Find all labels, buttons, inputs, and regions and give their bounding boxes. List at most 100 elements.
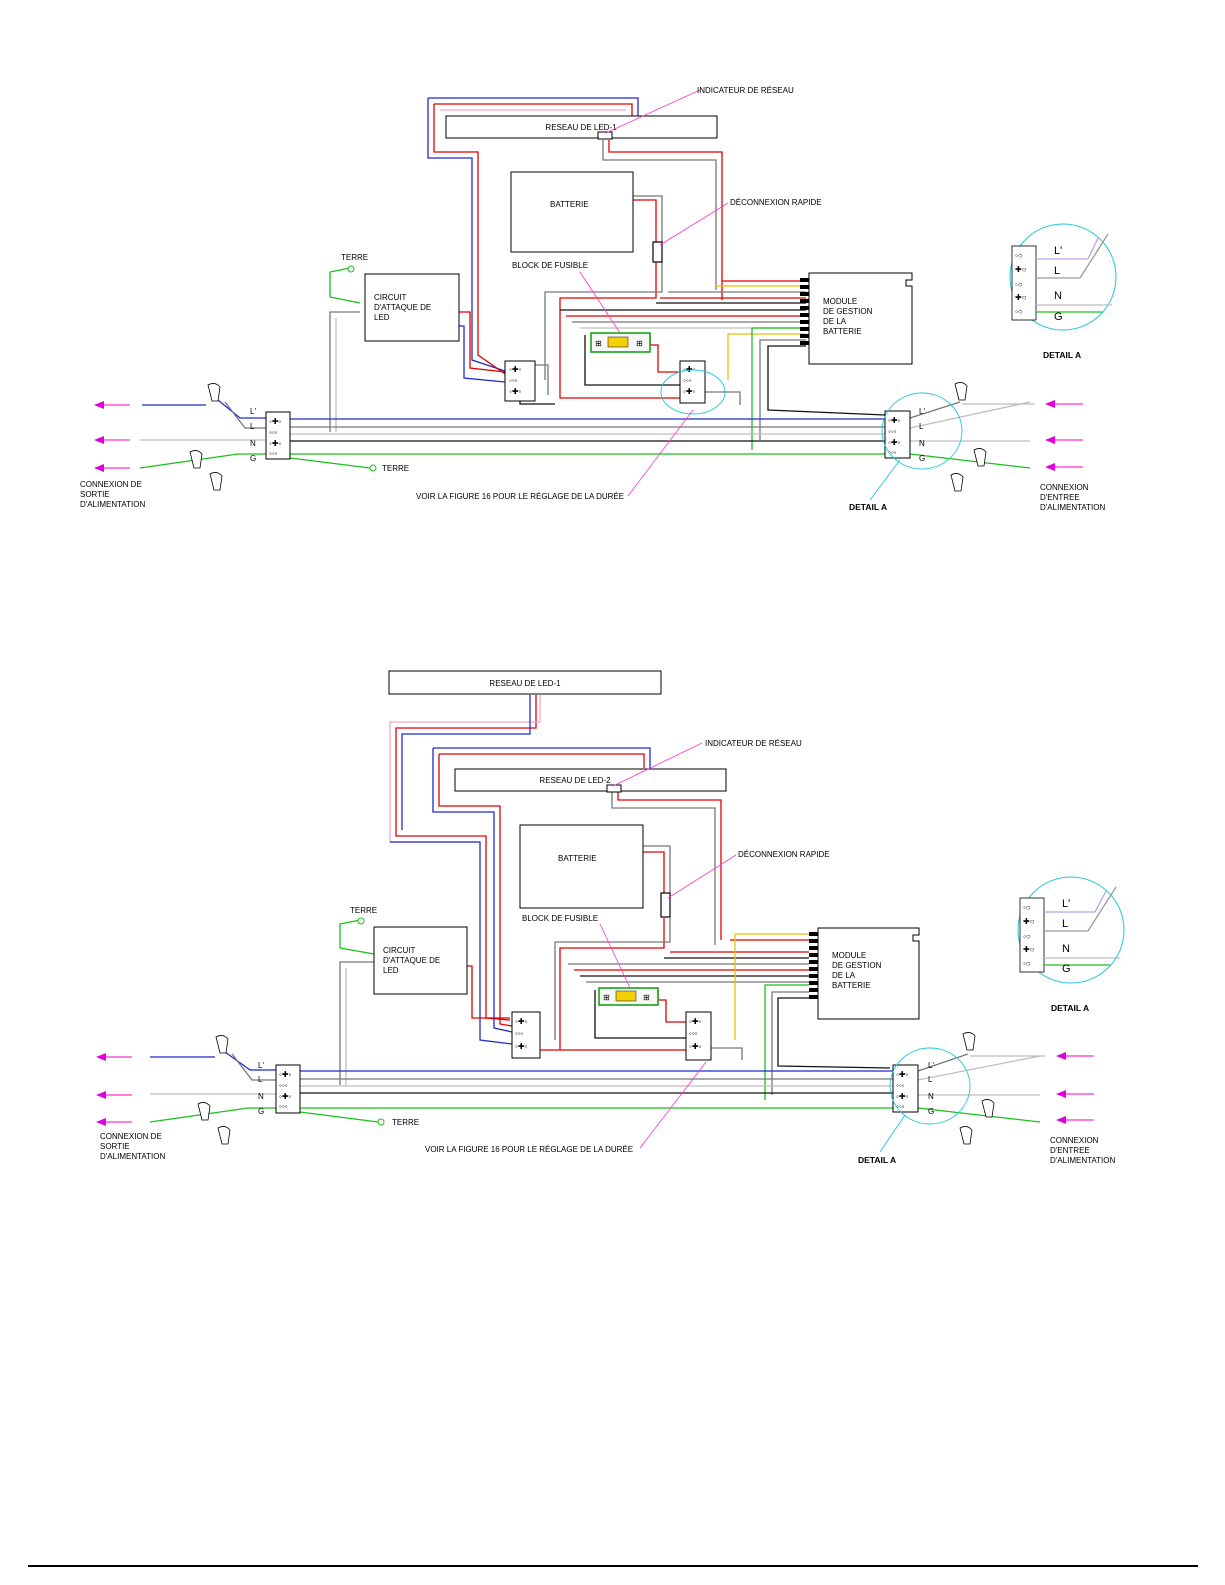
svg-text:◦◦◦: ◦◦◦	[279, 1081, 288, 1090]
inset-label-g: G	[1054, 311, 1063, 323]
figure-2: RESEAU DE LED-1 RESEAU DE LED-2 INDICATE…	[96, 670, 1125, 1165]
fuse-icon: ⊞	[636, 339, 643, 348]
output-connection-label-3: D'ALIMENTATION	[100, 1152, 165, 1161]
bms-label-1: MODULE	[832, 951, 866, 960]
svg-text:◦○: ◦○	[1015, 307, 1023, 316]
wire-nut-icon	[207, 383, 221, 402]
wire-nut-icon	[217, 1126, 231, 1145]
output-connection-label-1: CONNEXION DE	[80, 480, 142, 489]
network-indicator	[606, 784, 622, 793]
svg-text:◦○: ◦○	[1015, 251, 1023, 260]
svg-text:◦✚◦: ◦✚◦	[689, 1042, 702, 1051]
inset-label-g: G	[1062, 963, 1071, 975]
terminal-block-input: ◦✚◦ ◦◦◦ ◦✚◦ ◦◦◦	[892, 1064, 919, 1113]
led-driver-label-2: D'ATTAQUE DE	[383, 956, 440, 965]
arrow-out-1	[96, 1053, 132, 1061]
output-connection-label-1: CONNEXION DE	[100, 1132, 162, 1141]
inset-label-l: L	[1062, 918, 1068, 930]
input-connection-label-1: CONNEXION	[1040, 483, 1089, 492]
ground-terminal-top	[357, 917, 365, 925]
svg-text:◦✚◦: ◦✚◦	[896, 1070, 909, 1079]
svg-text:◦◦◦: ◦◦◦	[888, 427, 897, 436]
out-label-l: L	[250, 422, 255, 431]
fuse-block-label: BLOCK DE FUSIBLE	[522, 914, 598, 923]
duration-note: VOIR LA FIGURE 16 POUR LE RÉGLAGE DE LA …	[416, 492, 624, 501]
svg-text:◦✚◦: ◦✚◦	[689, 1017, 702, 1026]
output-connection-label-2: SORTIE	[80, 490, 110, 499]
in-label-l: L	[928, 1075, 933, 1084]
led-driver	[364, 273, 460, 342]
out-label-lprime: L'	[250, 407, 256, 416]
terminal-block-output: ◦✚◦ ◦◦◦ ◦✚◦ ◦◦◦	[275, 1064, 301, 1114]
page-footer-rule	[28, 1565, 1198, 1567]
ground-top-label: TERRE	[341, 253, 368, 262]
quick-disconnect-label: DÉCONNEXION RAPIDE	[738, 850, 830, 859]
out-label-n: N	[250, 439, 256, 448]
terminal-block-output: ◦✚◦ ◦◦◦ ◦✚◦ ◦◦◦	[265, 411, 291, 460]
out-label-g: G	[258, 1107, 264, 1116]
arrow-in-2	[1056, 1090, 1094, 1098]
power-arrows	[96, 1052, 1094, 1126]
bms-label-2: DE GESTION	[823, 307, 873, 316]
inset-label-n: N	[1062, 943, 1070, 955]
svg-text:✚○: ✚○	[1023, 917, 1035, 926]
svg-text:✚○: ✚○	[1015, 293, 1027, 302]
bms-pins	[809, 932, 818, 999]
led-array-2	[454, 768, 727, 792]
led-driver	[373, 926, 468, 995]
detail-inset: ◦○ ✚○ ◦○ ✚○ ◦○ L' L N G	[1009, 223, 1117, 331]
svg-text:◦◦◦: ◦◦◦	[269, 428, 278, 437]
arrow-in-2	[1045, 436, 1083, 444]
led-array-2-label: RESEAU DE LED-2	[539, 776, 611, 785]
svg-text:◦◦◦: ◦◦◦	[279, 1102, 288, 1111]
wiring	[149, 695, 1045, 1123]
detail-circle-battery	[660, 369, 726, 415]
wire-nut-icon	[197, 1102, 211, 1121]
ground-terminal-bottom	[377, 1118, 385, 1126]
network-indicator	[597, 131, 613, 140]
bms-label-2: DE GESTION	[832, 961, 882, 970]
led-driver-label-2: D'ATTAQUE DE	[374, 303, 431, 312]
in-label-lprime: L'	[919, 407, 925, 416]
in-label-n: N	[928, 1092, 934, 1101]
out-label-g: G	[250, 454, 256, 463]
ground-bottom-label: TERRE	[392, 1118, 419, 1127]
in-label-g: G	[919, 454, 925, 463]
quick-disconnect	[652, 241, 663, 263]
svg-text:◦◦◦: ◦◦◦	[269, 449, 278, 458]
inset-label-lprime: L'	[1062, 898, 1070, 910]
battery-label: BATTERIE	[558, 854, 597, 863]
arrow-in-3	[1045, 463, 1083, 471]
terminal-block-battery: ◦✚◦ ◦◦◦ ◦✚◦	[679, 360, 706, 404]
svg-text:◦○: ◦○	[1015, 280, 1023, 289]
detail-label: DETAIL A	[858, 1155, 896, 1165]
detail-inset-label: DETAIL A	[1043, 350, 1081, 360]
in-label-g: G	[928, 1107, 934, 1116]
ground-terminal-bottom	[369, 464, 377, 472]
svg-text:◦○: ◦○	[1023, 903, 1031, 912]
inset-label-l: L	[1054, 265, 1060, 277]
svg-text:◦✚◦: ◦✚◦	[888, 438, 901, 447]
battery-management-module	[817, 927, 920, 1020]
svg-text:✚○: ✚○	[1023, 945, 1035, 954]
svg-text:◦✚◦: ◦✚◦	[683, 387, 696, 396]
wire-nut-icon	[959, 1126, 973, 1145]
fuse-icon: ⊞	[643, 993, 650, 1002]
svg-text:◦◦◦: ◦◦◦	[896, 1081, 905, 1090]
in-label-lprime: L'	[928, 1061, 934, 1070]
wire-nut-icon	[981, 1099, 995, 1118]
svg-text:◦✚◦: ◦✚◦	[515, 1017, 528, 1026]
input-connection-label-3: D'ALIMENTATION	[1040, 503, 1105, 512]
svg-text:◦✚◦: ◦✚◦	[279, 1092, 292, 1101]
svg-text:◦◦◦: ◦◦◦	[888, 448, 897, 457]
svg-text:◦◦◦: ◦◦◦	[509, 376, 518, 385]
svg-text:◦✚◦: ◦✚◦	[509, 387, 522, 396]
inset-label-lprime: L'	[1054, 245, 1062, 257]
svg-text:◦○: ◦○	[1023, 959, 1031, 968]
ground-terminal-top	[347, 265, 355, 273]
out-label-l: L	[258, 1075, 263, 1084]
fuse-icon: ⊞	[603, 993, 610, 1002]
wire-nut-icon	[954, 382, 968, 401]
terminal-block-input: ◦✚◦ ◦◦◦ ◦✚◦ ◦◦◦	[884, 410, 911, 459]
